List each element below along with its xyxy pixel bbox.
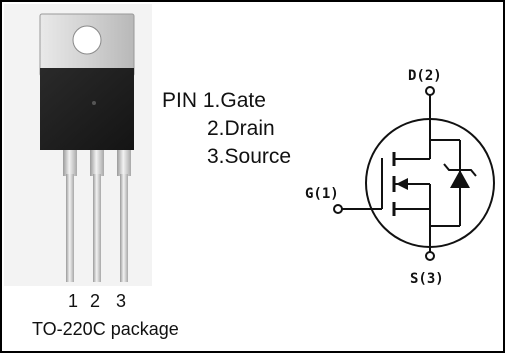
body-marking (92, 101, 96, 105)
lead-1 (66, 174, 74, 282)
lead-3 (120, 174, 128, 282)
lead-3-shoulder (117, 150, 131, 176)
pin-list-source: 3.Source (207, 145, 292, 168)
pin-list-heading: PIN 1.Gate (162, 89, 266, 112)
lead-1-shoulder (63, 150, 77, 176)
zener-bar (443, 163, 477, 177)
pin-list-drain: 2.Drain (207, 117, 275, 140)
lead-2 (93, 174, 101, 282)
plastic-body (40, 68, 134, 150)
diode-triangle (450, 170, 470, 188)
pin-number-2: 2 (90, 291, 101, 311)
drain-terminal (425, 86, 435, 96)
source-terminal (425, 251, 435, 261)
body-arrow (396, 178, 408, 190)
gate-terminal (333, 204, 343, 214)
lead-2-shoulder (90, 150, 104, 176)
package-caption: TO-220C package (32, 319, 179, 339)
gate-label: G(1) (305, 186, 339, 202)
source-label: S(3) (410, 271, 444, 287)
mounting-hole (72, 25, 102, 55)
pin-number-1: 1 (68, 291, 79, 311)
pin-number-3: 3 (116, 291, 127, 311)
drain-label: D(2) (408, 68, 442, 84)
